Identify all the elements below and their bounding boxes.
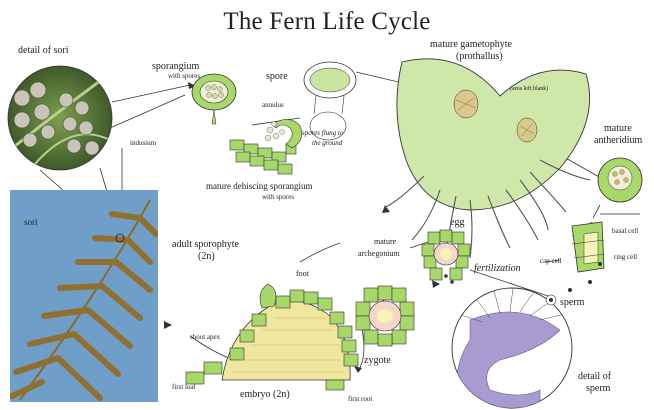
gametophyte-drawing [384, 59, 590, 258]
label-prothallus: (prothallus) [456, 52, 503, 62]
sporangium-drawing [192, 74, 236, 124]
label-egg: egg [450, 218, 464, 228]
label-2n: (2n) [198, 252, 215, 262]
label-mature-gametophyte: mature gametophyte [430, 40, 512, 50]
label-shoot-apex: shoot apex [190, 334, 220, 341]
sperm-detail-drawing [444, 262, 602, 408]
dehiscing-sporangium-drawing [230, 119, 302, 174]
label-spores-flung: spores flung to [302, 130, 343, 137]
label-the-ground: the ground [312, 140, 342, 147]
label-annulus: annulus [262, 102, 284, 109]
label-sporangium: sporangium [152, 62, 199, 72]
label-detail-of: detail of [578, 372, 611, 382]
label-sperm-2: sperm [586, 384, 610, 394]
label-area-left-blank: (area left blank) [510, 86, 548, 92]
label-fertilization: fertilization [474, 264, 521, 274]
label-with-spores: with spores [168, 73, 200, 80]
antheridium-section-drawing [572, 214, 640, 272]
antheridium-drawing [598, 158, 642, 202]
label-adult-sporophyte: adult sporophyte [172, 240, 239, 250]
label-mature-2: mature [374, 238, 396, 246]
label-first-leaf: first leaf [172, 384, 196, 391]
label-with-spores-2: with spores [262, 194, 294, 201]
archegonium-drawing [422, 230, 470, 280]
label-detail-of-sori: detail of sori [18, 46, 69, 56]
label-antheridium: antheridium [594, 136, 642, 146]
sori-detail-photo [8, 66, 115, 170]
label-basal-cell: basal cell [612, 228, 638, 235]
label-mature: mature [604, 124, 632, 134]
label-ring-cell: ring cell [614, 254, 637, 261]
label-embryo: embryo (2n) [240, 390, 290, 400]
label-zygote: zygote [364, 356, 391, 366]
zygote-drawing [356, 286, 414, 346]
label-sori: sori [24, 218, 38, 227]
label-spore: spore [266, 72, 288, 82]
label-sperm: sperm [560, 298, 584, 308]
label-indusium: indusium [130, 140, 156, 147]
label-cap-cell: cap cell [540, 258, 562, 265]
diagram-title: The Fern Life Cycle [0, 8, 654, 36]
label-first-root: first root [348, 396, 372, 403]
label-mature-dehiscing-sporangium: mature dehiscing sporangium [206, 182, 312, 191]
label-foot: foot [296, 270, 309, 278]
label-archegonium: archegonium [358, 250, 400, 258]
